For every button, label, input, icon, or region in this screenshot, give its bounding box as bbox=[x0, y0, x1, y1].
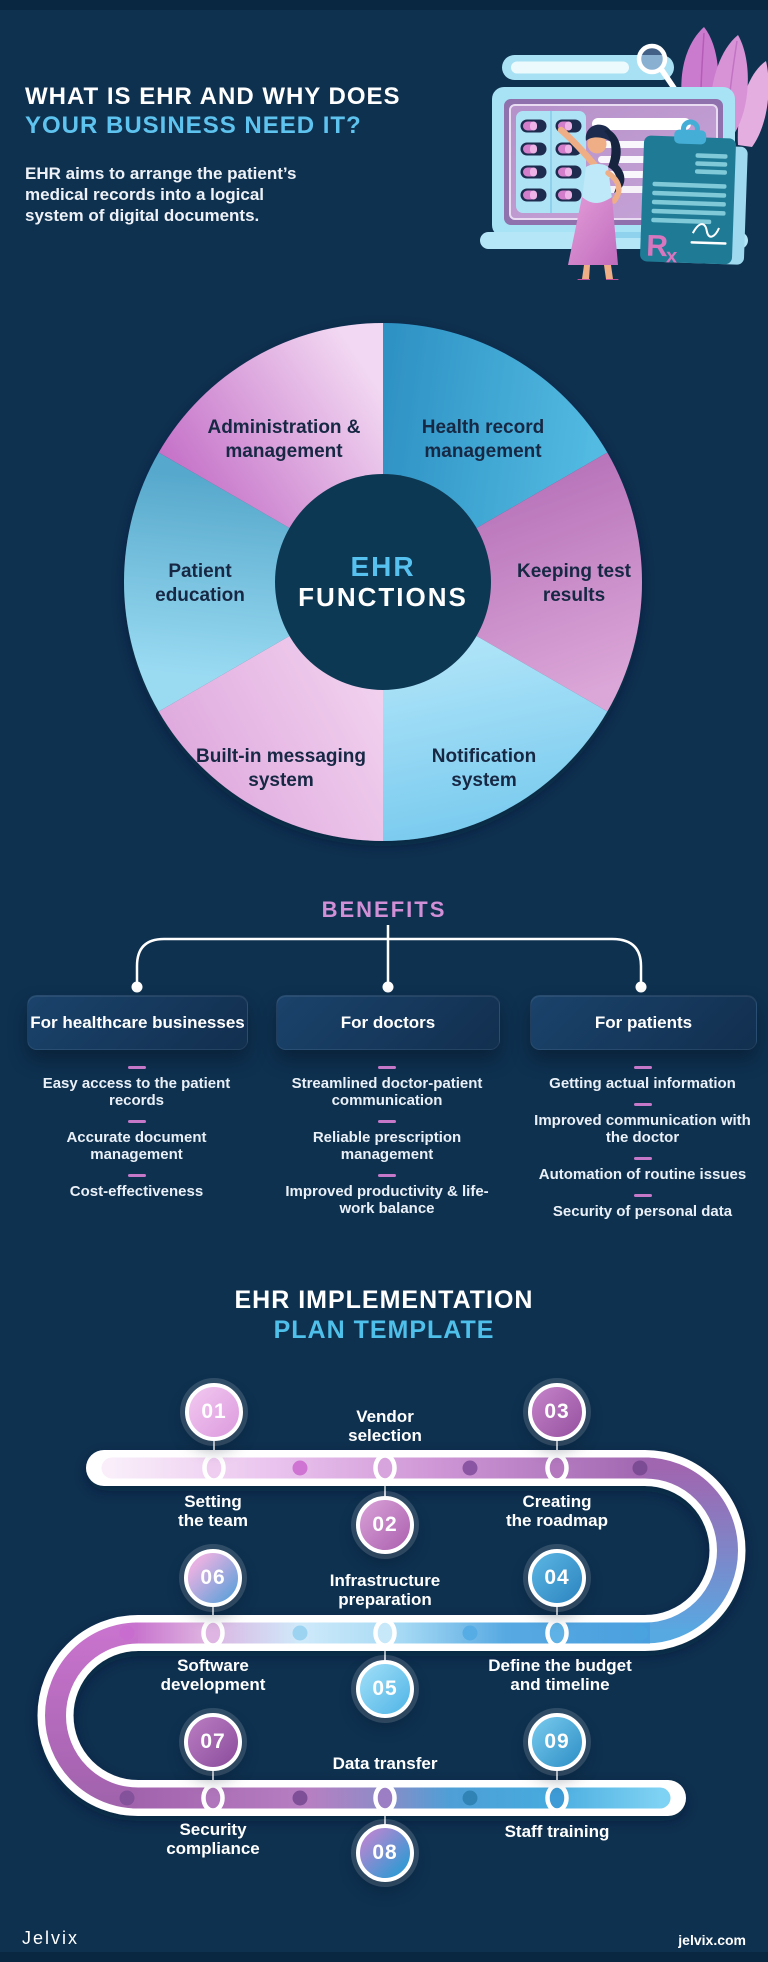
header-illustration: R x bbox=[480, 27, 768, 280]
item-dash-icon bbox=[633, 1103, 652, 1106]
benefits-list-healthcare: Easy access to the patient records Accur… bbox=[27, 1066, 246, 1211]
page-description: EHR aims to arrange the patient’s medica… bbox=[25, 164, 297, 225]
wheel-label-patient-education: Patient education bbox=[155, 561, 245, 606]
wheel-segment-administration bbox=[158, 323, 383, 529]
benefits-card-patients: For patients bbox=[530, 995, 757, 1050]
step-circle-01: 01 bbox=[185, 1383, 243, 1441]
step-circle-02: 02 bbox=[356, 1496, 414, 1554]
list-item: Accurate document management bbox=[27, 1120, 246, 1163]
list-item: Improved productivity & life-work balanc… bbox=[269, 1174, 505, 1217]
top-edge-strip bbox=[0, 0, 768, 10]
wheel-center-circle bbox=[275, 474, 491, 690]
step-circle-08: 08 bbox=[356, 1824, 414, 1882]
svg-text:R: R bbox=[646, 230, 669, 264]
step-circle-09: 09 bbox=[528, 1713, 586, 1771]
wheel-segment-patient-education bbox=[124, 452, 291, 712]
page-title-line1: WHAT IS EHR AND WHY DOES bbox=[25, 83, 401, 110]
wheel-label-notification: Notification system bbox=[431, 746, 537, 791]
wheel-label-administration: Administration & management bbox=[207, 417, 361, 462]
list-item: Improved communication with the doctor bbox=[527, 1103, 758, 1146]
wheel-label-keeping-test-results: Keeping test results bbox=[516, 561, 632, 606]
search-bar bbox=[502, 55, 674, 80]
list-item: Security of personal data bbox=[527, 1194, 758, 1220]
ehr-functions-wheel bbox=[124, 323, 642, 841]
step-label-setting-the-team: Setting the team bbox=[178, 1492, 248, 1530]
footer-site-url: jelvix.com bbox=[678, 1932, 746, 1948]
list-item: Easy access to the patient records bbox=[27, 1066, 246, 1109]
benefits-card-doctors: For doctors bbox=[276, 995, 500, 1050]
plan-road bbox=[37, 1441, 746, 1824]
plan-title: EHR IMPLEMENTATION PLAN TEMPLATE bbox=[234, 1286, 534, 1344]
step-label-infrastructure-preparation: Infrastructure preparation bbox=[329, 1571, 441, 1609]
item-dash-icon bbox=[127, 1066, 146, 1069]
item-dash-icon bbox=[633, 1194, 652, 1197]
clipboard-illustration: R x bbox=[640, 119, 748, 268]
road-dots bbox=[119, 1460, 648, 1806]
step-label-creating-the-roadmap: Creating the roadmap bbox=[505, 1492, 609, 1530]
item-dash-icon bbox=[633, 1066, 652, 1069]
benefits-title: BENEFITS bbox=[321, 897, 447, 922]
step-label-define-budget-timeline: Define the budget and timeline bbox=[488, 1656, 632, 1694]
step-circle-04: 04 bbox=[528, 1549, 586, 1607]
page-title: WHAT IS EHR AND WHY DOES YOUR BUSINESS N… bbox=[25, 82, 401, 140]
benefits-list-patients: Getting actual information Improved comm… bbox=[527, 1066, 758, 1231]
step-circle-03: 03 bbox=[528, 1383, 586, 1441]
step-circle-06: 06 bbox=[184, 1549, 242, 1607]
wheel-segment-built-in-messaging bbox=[158, 635, 383, 841]
wheel-label-health-record: Health record management bbox=[421, 417, 545, 462]
step-circle-05: 05 bbox=[356, 1660, 414, 1718]
benefits-card-healthcare-businesses: For healthcare businesses bbox=[27, 995, 248, 1050]
wheel-center-title: EHR FUNCTIONS bbox=[298, 551, 468, 612]
woman-illustration bbox=[557, 124, 625, 280]
list-item: Cost-effectiveness bbox=[27, 1174, 246, 1200]
item-dash-icon bbox=[378, 1066, 396, 1069]
signature-icon bbox=[690, 223, 727, 245]
item-dash-icon bbox=[378, 1174, 396, 1177]
bottom-edge-strip bbox=[0, 1952, 768, 1962]
step-label-security-compliance: Security compliance bbox=[166, 1820, 260, 1858]
item-dash-icon bbox=[633, 1157, 652, 1160]
step-label-vendor-selection: Vendor selection bbox=[348, 1407, 422, 1445]
step-label-staff-training: Staff training bbox=[504, 1822, 610, 1841]
step-label-data-transfer: Data transfer bbox=[332, 1754, 438, 1773]
item-dash-icon bbox=[127, 1174, 146, 1177]
benefits-list-doctors: Streamlined doctor-patient communication… bbox=[269, 1066, 505, 1228]
rx-icon: R x bbox=[646, 230, 678, 268]
svg-text:x: x bbox=[666, 245, 678, 267]
page-title-line2: YOUR BUSINESS NEED IT? bbox=[25, 112, 362, 139]
benefits-connector bbox=[131, 925, 647, 993]
list-item: Reliable prescription management bbox=[269, 1120, 505, 1163]
item-dash-icon bbox=[378, 1120, 396, 1123]
search-icon bbox=[636, 43, 677, 91]
step-label-software-development: Software development bbox=[160, 1656, 266, 1694]
wheel-label-built-in-messaging: Built-in messaging system bbox=[196, 746, 366, 791]
jelvix-logo: Jelvix bbox=[22, 1928, 80, 1948]
road-ring-markers bbox=[201, 1453, 569, 1813]
wheel-segment-health-record bbox=[383, 323, 608, 529]
item-dash-icon bbox=[127, 1120, 146, 1123]
list-item: Streamlined doctor-patient communication bbox=[269, 1066, 505, 1109]
wheel-segment-notification bbox=[383, 635, 608, 841]
list-item: Automation of routine issues bbox=[527, 1157, 758, 1183]
wheel-segment-keeping-test-results bbox=[475, 452, 642, 712]
step-circle-07: 07 bbox=[184, 1713, 242, 1771]
list-item: Getting actual information bbox=[527, 1066, 758, 1092]
